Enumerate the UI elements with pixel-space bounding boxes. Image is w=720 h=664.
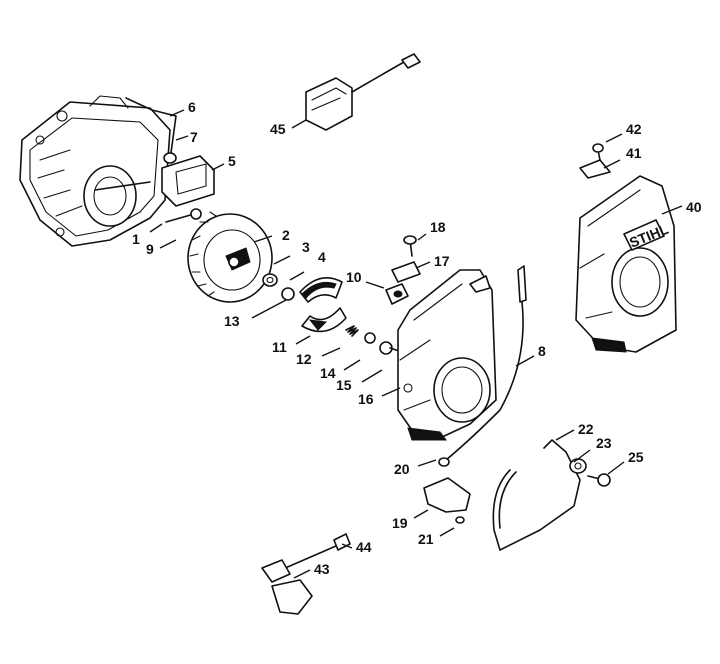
- leader-lines: [149, 109, 683, 579]
- label-12: 12: [296, 351, 312, 367]
- label-11: 11: [272, 339, 287, 355]
- label-19: 19: [392, 515, 408, 531]
- label-41: 41: [626, 145, 642, 161]
- label-16: 16: [358, 391, 374, 407]
- part-45-coil: [305, 53, 421, 131]
- label-5: 5: [228, 153, 236, 169]
- label-8: 8: [538, 343, 546, 359]
- label-7: 7: [190, 129, 198, 145]
- part-12-clutch-shoe-lower: [301, 307, 347, 333]
- label-42: 42: [626, 121, 642, 137]
- part-7-nut: [163, 152, 177, 164]
- part-43-plate: [261, 559, 313, 615]
- part-14-spring: [345, 325, 359, 337]
- label-9: 9: [146, 241, 154, 257]
- part-16-fan-housing: [397, 269, 497, 441]
- part-18-screw: [403, 235, 417, 257]
- part-44-cable: [275, 533, 351, 573]
- part-40-shroud: STIHL: [575, 175, 677, 353]
- label-6: 6: [188, 99, 196, 115]
- part-23-washer: [569, 458, 587, 474]
- label-1: 1: [132, 231, 140, 247]
- part-10-bracket: [385, 283, 409, 305]
- part-3-washer: [262, 273, 278, 287]
- part-22-rod: [492, 439, 581, 551]
- label-2: 2: [282, 227, 290, 243]
- part-25-screw: [587, 473, 611, 487]
- part-11-clutch-shoe-upper: [299, 276, 343, 303]
- part-9-screw: [165, 208, 202, 223]
- part-15-screw: [364, 332, 403, 355]
- part-8-wire: [445, 265, 527, 461]
- label-25: 25: [628, 449, 644, 465]
- label-14: 14: [320, 365, 336, 381]
- label-23: 23: [596, 435, 612, 451]
- label-10: 10: [346, 269, 362, 285]
- crankcase: [19, 95, 171, 247]
- label-22: 22: [578, 421, 594, 437]
- label-17: 17: [434, 253, 450, 269]
- part-41-bracket: [579, 159, 611, 179]
- part-20-terminal: [438, 457, 450, 467]
- part-2-flywheel: [187, 211, 273, 303]
- part-42-screw: [592, 143, 604, 161]
- part-21-screw: [455, 516, 465, 524]
- label-13: 13: [224, 313, 240, 329]
- part-4-nut: [281, 287, 295, 301]
- label-43: 43: [314, 561, 330, 577]
- part-17-clamp: [391, 261, 421, 283]
- label-15: 15: [336, 377, 352, 393]
- part-number-labels: 1 2 3 4 5 6 7 8 9 10 11 12 13 14 15 16 1…: [132, 99, 702, 577]
- label-40: 40: [686, 199, 702, 215]
- label-4: 4: [318, 249, 326, 265]
- label-21: 21: [418, 531, 434, 547]
- label-18: 18: [430, 219, 446, 235]
- part-19-plate: [423, 477, 471, 513]
- label-44: 44: [356, 539, 372, 555]
- part-5-ignition-module: [161, 155, 215, 207]
- part-6-wire: [125, 97, 177, 161]
- label-3: 3: [302, 239, 310, 255]
- label-20: 20: [394, 461, 410, 477]
- label-45: 45: [270, 121, 286, 137]
